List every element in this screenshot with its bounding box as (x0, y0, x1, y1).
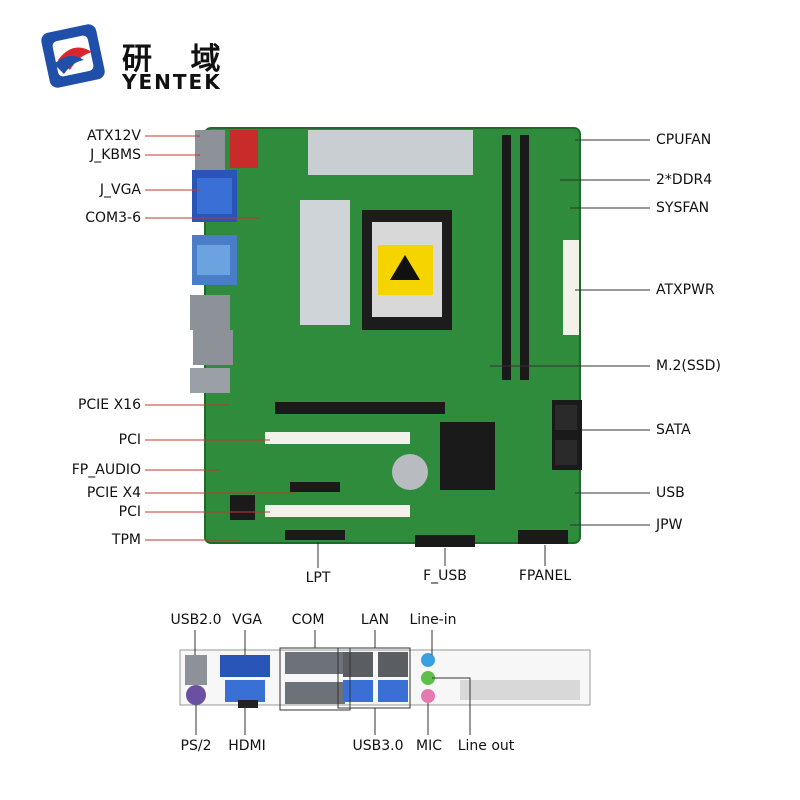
label-lpt: LPT (305, 570, 331, 586)
label-atxpwr: ATXPWR (656, 282, 715, 298)
label-io-line-in: Line-in (409, 612, 457, 628)
label-io-ps2: PS/2 (180, 738, 212, 754)
label-io-com: COM (291, 612, 325, 628)
label-j-vga: J_VGA (99, 182, 141, 198)
label-j-kbms: J_KBMS (90, 147, 141, 163)
label-io-lan: LAN (360, 612, 390, 628)
brand-name-en: YENTEK (122, 70, 222, 94)
label-sysfan: SYSFAN (656, 200, 710, 216)
label-io-hdmi: HDMI (228, 738, 266, 754)
label-ddr4: 2*DDR4 (656, 172, 713, 188)
label-f-usb: F_USB (423, 568, 467, 584)
label-fp-audio: FP_AUDIO (71, 462, 141, 478)
io-leader-lines (194, 630, 471, 735)
label-tpm: TPM (111, 532, 141, 548)
label-jpw: JPW (656, 517, 683, 533)
right-leader-lines (317, 139, 650, 568)
label-com3-6: COM3-6 (85, 210, 141, 226)
label-pcie-x16: PCIE X16 (77, 397, 141, 413)
label-atx12v: ATX12V (86, 128, 141, 144)
yentek-logo-icon (41, 24, 105, 88)
label-io-usb20: USB2.0 (170, 612, 222, 628)
label-m2-ssd: M.2(SSD) (656, 358, 721, 374)
label-usb: USB (656, 485, 685, 501)
brand-name-cn: 研 域 (122, 42, 235, 77)
heatsinks (300, 130, 495, 490)
label-io-line-out: Line out (457, 738, 515, 754)
cpu-socket (362, 210, 452, 330)
expansion-slots (265, 402, 445, 540)
left-leader-lines (145, 135, 295, 541)
board-connectors (230, 240, 582, 547)
rear-io-stack (190, 130, 258, 393)
label-pci-2: PCI (118, 504, 141, 520)
label-sata: SATA (656, 422, 691, 438)
label-io-vga: VGA (231, 612, 263, 628)
label-io-mic: MIC (416, 738, 442, 754)
label-io-usb30: USB3.0 (352, 738, 404, 754)
label-cpufan: CPUFAN (656, 132, 712, 148)
label-fpanel: FPANEL (518, 568, 572, 584)
label-pci-1: PCI (118, 432, 141, 448)
label-pcie-x4: PCIE X4 (86, 485, 141, 501)
io-panel (179, 649, 591, 708)
ddr4-slots (502, 135, 529, 380)
